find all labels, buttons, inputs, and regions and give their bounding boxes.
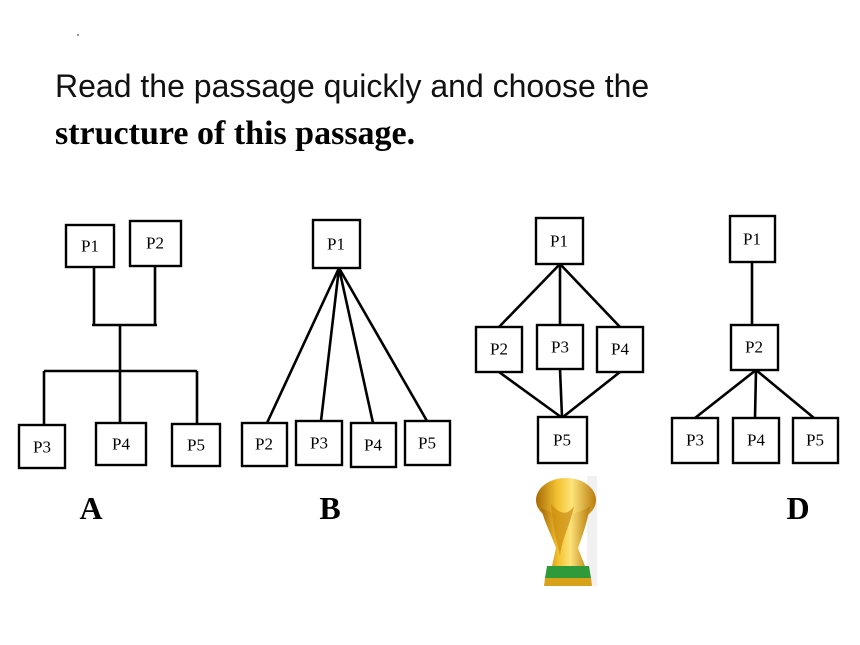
option-c-node-p1: P1 [534,216,585,266]
option-d-node-p2: P2 [729,323,780,372]
node-label: P3 [310,434,328,453]
node-label: P2 [490,340,508,359]
option-a-node-p2: P2 [128,219,183,268]
node-label: P1 [327,235,345,254]
node-label: P4 [611,340,629,359]
option-b-node-p4: P4 [349,421,398,469]
option-c-node-p2: P2 [474,325,524,374]
option-b-label: B [319,490,340,526]
trophy-icon [536,476,597,586]
node-label: P4 [364,436,382,455]
option-d-node-p4: P4 [731,416,781,465]
option-b-node-p5: P5 [403,419,452,467]
speck [77,34,79,36]
node-label: P5 [418,434,436,453]
option-a[interactable]: P1 P2 P3 P4 P5 A [17,219,222,526]
node-label: P5 [806,431,824,450]
option-a-node-p1: P1 [64,223,116,269]
node-label: P3 [33,438,51,457]
node-label: P3 [551,338,569,357]
node-label: P2 [146,234,164,253]
option-a-node-p4: P4 [94,421,148,467]
option-c-node-p3: P3 [535,323,585,371]
option-a-connectors [42,266,199,425]
node-label: P1 [550,232,568,251]
option-b-connectors [265,267,429,424]
node-label: P2 [745,338,763,357]
option-c-node-p4: P4 [595,325,645,374]
node-label: P5 [187,436,205,455]
option-b-node-p2: P2 [240,421,289,468]
instruction-line-1: Read the passage quickly and choose the [55,68,650,104]
option-d-connectors [694,262,815,420]
option-d-node-p1: P1 [728,214,777,264]
option-b-node-p1: P1 [311,218,362,270]
option-a-node-p5: P5 [170,422,222,468]
node-label: P1 [81,237,99,256]
option-d[interactable]: P1 P2 P3 P4 P5 D [670,214,840,526]
option-a-node-p3: P3 [17,423,67,470]
node-label: P4 [747,431,765,450]
option-d-node-p3: P3 [670,416,720,465]
node-label: P4 [112,435,130,454]
option-d-node-p5: P5 [791,416,840,465]
option-a-label: A [79,490,102,526]
option-b[interactable]: P1 P2 P3 P4 P5 B [240,218,452,526]
instruction-line-2: structure of this passage. [55,115,416,152]
option-b-node-p3: P3 [294,419,344,467]
option-c[interactable]: P1 P2 P3 P4 P5 [474,216,645,586]
node-label: P1 [743,230,761,249]
option-c-connectors [498,263,621,419]
option-c-node-p5: P5 [536,415,589,465]
option-d-label: D [786,490,809,526]
node-label: P2 [255,435,273,454]
node-label: P3 [686,431,704,450]
node-label: P5 [553,431,571,450]
